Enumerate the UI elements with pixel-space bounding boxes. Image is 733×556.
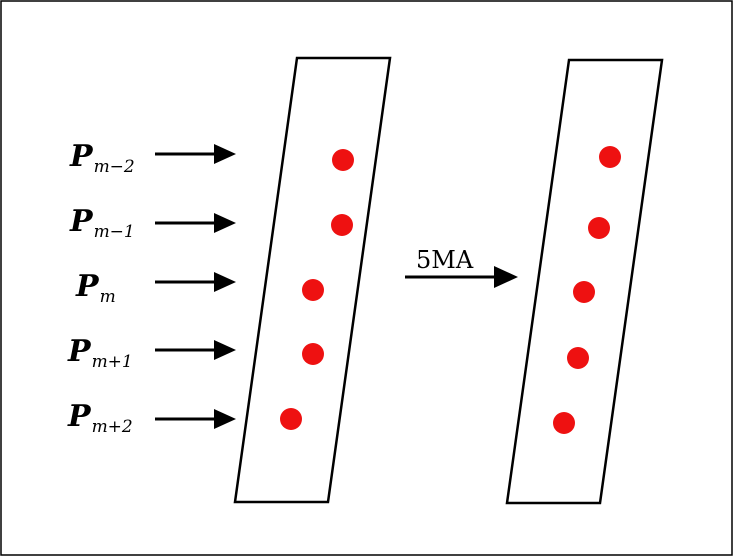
input-label-m: Pm <box>75 269 116 307</box>
input-point-2 <box>331 214 353 236</box>
input-label-m-2: Pm−2 <box>69 139 135 177</box>
operation-arrow <box>405 266 518 288</box>
input-point-4 <box>302 343 324 365</box>
input-arrow-m+2 <box>155 409 236 429</box>
input-point-1 <box>332 149 354 171</box>
output-point-1 <box>599 146 621 168</box>
input-point-5 <box>280 408 302 430</box>
operation-label: 5MA <box>416 246 474 274</box>
output-point-4 <box>567 347 589 369</box>
input-label-m+2: Pm+2 <box>67 399 133 437</box>
output-point-5 <box>553 412 575 434</box>
input-label-m-1: Pm−1 <box>69 204 135 242</box>
output-point-2 <box>588 217 610 239</box>
input-arrow-m <box>155 272 236 292</box>
input-arrow-m-1 <box>155 213 236 233</box>
input-arrow-m-2 <box>155 144 236 164</box>
input-point-3 <box>302 279 324 301</box>
input-arrow-m+1 <box>155 340 236 360</box>
input-label-m+1: Pm+1 <box>67 334 133 372</box>
output-point-3 <box>573 281 595 303</box>
